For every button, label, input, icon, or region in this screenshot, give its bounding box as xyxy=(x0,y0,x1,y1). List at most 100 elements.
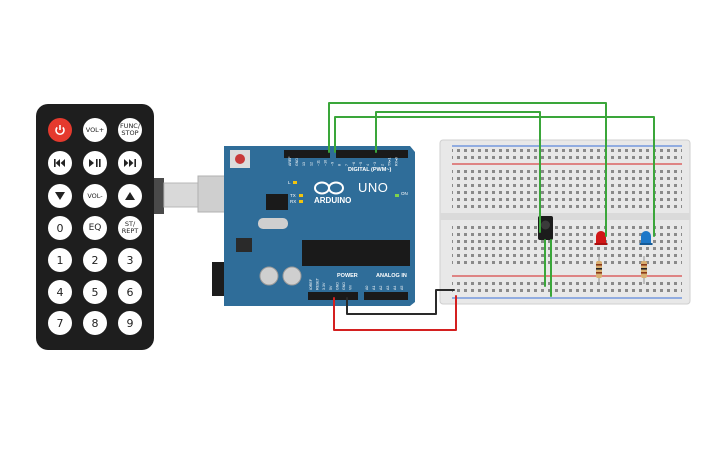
resistor-2-band-2 xyxy=(641,268,647,270)
digital-pwm-label: DIGITAL (PWM~) xyxy=(348,167,392,173)
resistor-1-band-3 xyxy=(596,272,602,274)
remote-4-button[interactable]: 4 xyxy=(48,280,72,304)
remote-1-button[interactable]: 1 xyxy=(48,248,72,272)
wire-green-pin9-blue-led[interactable] xyxy=(334,116,655,237)
remote-vol-down-button[interactable]: VOL- xyxy=(83,184,107,208)
bottom-power-rail-holes xyxy=(452,280,682,294)
arduino-logo-icon xyxy=(314,181,344,195)
remote-7-button[interactable]: 7 xyxy=(48,311,72,335)
remote-2-button[interactable]: 2 xyxy=(83,248,107,272)
capacitor-1 xyxy=(259,266,279,286)
analog-pin-label-0: A0 xyxy=(365,286,369,290)
remote-0-button[interactable]: 0 xyxy=(48,216,72,240)
play-pause-icon xyxy=(89,159,101,167)
resistor-1[interactable] xyxy=(596,256,602,284)
digital-pin-label-0: AREF xyxy=(288,156,292,166)
led-red-body xyxy=(596,231,606,244)
led-red-rim xyxy=(594,243,608,245)
wire-red-5v[interactable] xyxy=(333,295,457,331)
digital-pin-label-1: GND xyxy=(295,158,299,166)
digital-pin-label-6: ~9 xyxy=(331,162,335,166)
top-power-rail-holes xyxy=(452,148,682,162)
voltage-regulator xyxy=(236,238,252,252)
triangle-down-icon xyxy=(55,192,65,200)
power-label: POWER xyxy=(337,273,358,279)
digital-pin-label-3: 12 xyxy=(309,162,313,166)
atmega-chip xyxy=(302,240,410,266)
digital-pin-label-4: ~11 xyxy=(316,160,320,166)
breadboard-body xyxy=(439,139,691,305)
remote-vol-up-button[interactable]: VOL+ xyxy=(83,118,107,142)
usb-plug-housing xyxy=(154,178,164,214)
remote-func-stop-button[interactable]: FUNC/ STOP xyxy=(118,118,142,142)
digital-header-right xyxy=(336,150,408,158)
ir-receiver-lens xyxy=(541,220,550,230)
rewind-icon xyxy=(54,159,66,167)
remote-eq-button[interactable]: EQ xyxy=(83,216,107,240)
remote-9-button[interactable]: 9 xyxy=(118,311,142,335)
digital-pin-label-12: ~3 xyxy=(373,162,377,166)
resistor-2-band-3 xyxy=(641,272,647,274)
remote-down-button[interactable] xyxy=(48,184,72,208)
rx-led xyxy=(299,200,303,203)
led-red[interactable] xyxy=(594,231,608,245)
remote-next-button[interactable] xyxy=(118,151,142,175)
l-label: L xyxy=(288,180,291,185)
resistor-1-band-2 xyxy=(596,268,602,270)
arduino-brand-label: ARDUINO xyxy=(314,196,352,205)
power-pin-label-0: IOREF xyxy=(309,278,313,290)
analog-in-label: ANALOG IN xyxy=(376,273,407,279)
usb-cable-body xyxy=(163,182,205,208)
resistor-1-band-1 xyxy=(596,264,602,266)
remote-prev-button[interactable] xyxy=(48,151,72,175)
fast-forward-icon xyxy=(124,159,136,167)
remote-power-button[interactable] xyxy=(48,118,72,142)
on-label: ON xyxy=(401,191,408,196)
digital-pin-label-14: TX▸1 xyxy=(387,158,391,166)
power-header xyxy=(308,292,358,300)
remote-5-button[interactable]: 5 xyxy=(83,280,107,304)
remote-play-pause-button[interactable] xyxy=(83,151,107,175)
wire-black-gnd[interactable] xyxy=(346,289,455,315)
wire-green-pin3-ir-receiver[interactable] xyxy=(375,111,541,233)
digital-pin-label-11: 4 xyxy=(366,164,370,166)
arduino-uno[interactable] xyxy=(224,146,415,306)
remote-up-button[interactable] xyxy=(118,184,142,208)
digital-pin-label-13: 2 xyxy=(380,164,384,166)
ir-receiver[interactable] xyxy=(538,216,553,240)
on-led xyxy=(395,194,399,197)
resistor-2-band-1 xyxy=(641,264,647,266)
l-led xyxy=(293,181,297,184)
reset-button[interactable] xyxy=(235,154,245,164)
led-blue[interactable] xyxy=(639,231,653,245)
led-blue-body xyxy=(641,231,651,244)
remote-st-rept-button[interactable]: ST/ REPT xyxy=(118,216,142,240)
rx-label: RX xyxy=(290,199,297,204)
led-blue-rim xyxy=(639,243,653,245)
breadboard[interactable] xyxy=(439,139,691,305)
triangle-up-icon xyxy=(125,192,135,200)
tx-label: TX xyxy=(290,193,296,198)
digital-pin-label-2: 13 xyxy=(302,162,306,166)
analog-pin-label-3: A3 xyxy=(386,286,390,290)
power-pin-label-3: 5V xyxy=(329,285,333,290)
usb-chip xyxy=(266,194,288,210)
usb-cable[interactable] xyxy=(154,175,233,214)
digital-pin-label-15: RX◂0 xyxy=(395,157,399,166)
power-pin-label-4: GND xyxy=(335,282,339,290)
power-pin-label-1: RESET xyxy=(316,277,320,290)
digital-pin-label-8: 7 xyxy=(345,164,349,166)
tx-led xyxy=(299,194,303,197)
power-icon xyxy=(54,124,66,136)
remote-3-button[interactable]: 3 xyxy=(118,248,142,272)
resistor-2[interactable] xyxy=(641,256,647,284)
wire-green-pin10-red-led[interactable] xyxy=(328,102,607,237)
remote-8-button[interactable]: 8 xyxy=(83,311,107,335)
analog-pin-label-4: A4 xyxy=(393,286,397,290)
ir-remote[interactable]: VOL+ FUNC/ STOP VOL- 0 EQ ST/ REPT 1 2 3… xyxy=(36,104,154,350)
remote-6-button[interactable]: 6 xyxy=(118,280,142,304)
digital-pin-label-5: ~10 xyxy=(324,160,328,166)
center-channel xyxy=(440,213,690,220)
